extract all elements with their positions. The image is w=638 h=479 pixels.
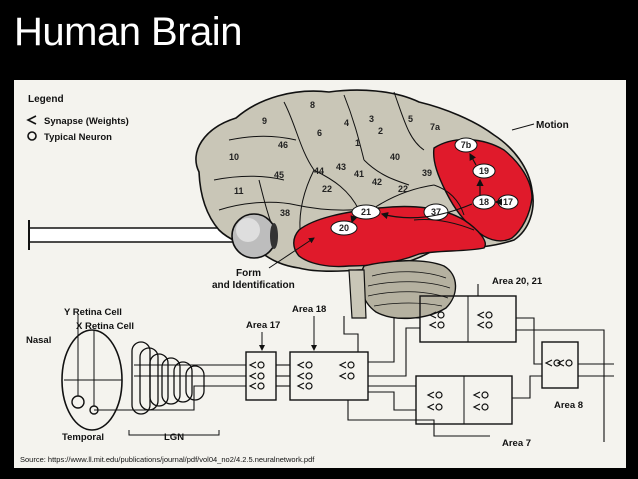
region-42: 42 — [372, 177, 382, 187]
region-22a: 22 — [322, 184, 332, 194]
region-10: 10 — [229, 152, 239, 162]
area8-label: Area 8 — [554, 400, 583, 411]
area18-box — [289, 351, 369, 401]
legend: Legend Synapse (Weights) Typical Neuron — [26, 94, 129, 143]
region-5: 5 — [408, 114, 413, 124]
area7-label: Area 7 — [502, 438, 531, 449]
region-7b: 7b — [461, 140, 472, 150]
region-44: 44 — [314, 166, 324, 176]
region-17: 17 — [503, 197, 513, 207]
region-1: 1 — [355, 138, 360, 148]
region-2: 2 — [378, 126, 383, 136]
area17-label: Area 17 — [246, 320, 280, 331]
region-3: 3 — [369, 114, 374, 124]
lgn-label: LGN — [164, 432, 184, 443]
area8-box — [541, 341, 579, 389]
region-9: 9 — [262, 116, 267, 126]
source-citation: Source: https://www.ll.mit.edu/publicati… — [20, 455, 315, 464]
temporal-label: Temporal — [62, 432, 104, 443]
region-41: 41 — [354, 169, 364, 179]
red-area-motion — [432, 138, 533, 242]
legend-title: Legend — [28, 94, 64, 105]
lgn-layers — [131, 341, 205, 415]
area18-label: Area 18 — [292, 304, 326, 315]
region-43: 43 — [336, 162, 346, 172]
region-46: 46 — [278, 140, 288, 150]
region-39: 39 — [422, 168, 432, 178]
legend-neuron-label: Typical Neuron — [44, 132, 112, 143]
brain-diagram: Legend Synapse (Weights) Typical Neuron — [14, 80, 626, 468]
region-7a: 7a — [430, 122, 441, 132]
pathway-connections — [94, 284, 614, 442]
brain-stem — [348, 269, 367, 319]
motion-label: Motion — [536, 120, 569, 131]
region-37: 37 — [431, 207, 441, 217]
legend-synapse-label: Synapse (Weights) — [44, 116, 129, 127]
region-11: 11 — [234, 186, 244, 196]
region-4: 4 — [344, 118, 349, 128]
region-18: 18 — [479, 197, 489, 207]
synapse-symbol-icon — [26, 115, 37, 125]
x-retina-label: X Retina Cell — [76, 321, 134, 332]
region-8: 8 — [310, 100, 315, 110]
form-label-1: Form — [236, 268, 261, 279]
area2021-label: Area 20, 21 — [492, 276, 543, 287]
visual-pathway-circuit: Y Retina Cell X Retina Cell Nasal Tempor… — [26, 276, 614, 449]
slide-title: Human Brain — [14, 10, 242, 54]
eye-icon — [231, 213, 278, 259]
neuron-symbol-icon — [27, 131, 37, 141]
synapse-markers — [248, 311, 573, 411]
nasal-label: Nasal — [26, 335, 51, 346]
region-20: 20 — [339, 223, 349, 233]
region-40: 40 — [390, 152, 400, 162]
region-19: 19 — [479, 166, 489, 176]
region-45: 45 — [274, 170, 284, 180]
region-21: 21 — [361, 207, 371, 217]
region-6: 6 — [317, 128, 322, 138]
region-22b: 22 — [398, 184, 408, 194]
brain-illustration: 8 9 6 4 3 5 2 1 7a 46 10 45 44 43 41 42 … — [195, 89, 569, 320]
form-label-2: and Identification — [212, 280, 295, 291]
y-retina-label: Y Retina Cell — [64, 307, 122, 318]
cerebellum — [359, 260, 457, 320]
region-38: 38 — [280, 208, 290, 218]
